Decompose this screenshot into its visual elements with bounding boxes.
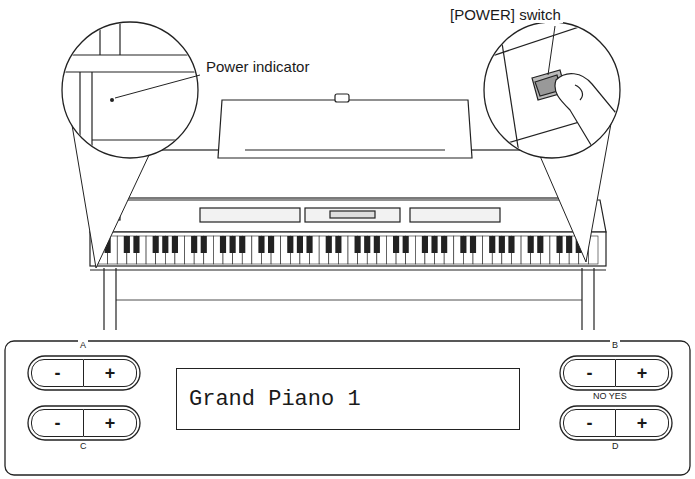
black-key <box>191 236 197 253</box>
leader-lines <box>115 26 555 98</box>
display-text: Grand Piano 1 <box>189 387 361 412</box>
button-sign: - <box>587 364 593 382</box>
black-key <box>201 236 207 253</box>
black-key <box>220 236 226 253</box>
black-key <box>441 236 447 253</box>
minus-button: - <box>563 359 616 387</box>
black-key <box>566 236 572 253</box>
black-key <box>230 236 236 253</box>
black-key <box>306 236 312 253</box>
button-letter: B <box>610 340 620 350</box>
black-key <box>508 236 514 253</box>
plus-button: + <box>84 359 137 387</box>
plus-button: + <box>84 409 137 437</box>
black-key <box>422 236 428 253</box>
black-key <box>528 236 534 253</box>
black-key <box>403 236 409 253</box>
black-key <box>537 236 543 253</box>
button-sign: - <box>587 414 593 432</box>
button-letter: C <box>78 441 89 451</box>
black-key <box>172 236 178 253</box>
keyboard-keys <box>98 236 598 264</box>
black-key <box>431 236 437 253</box>
black-key <box>499 236 505 253</box>
black-key <box>133 236 139 253</box>
button-letter: A <box>78 340 88 350</box>
plus-button: + <box>616 359 669 387</box>
button-sign: + <box>105 364 116 382</box>
black-key <box>297 236 303 253</box>
black-key <box>460 236 466 253</box>
black-key <box>258 236 264 253</box>
power-switch-magnifier <box>480 20 630 160</box>
button-sign: - <box>55 364 61 382</box>
plus-button: + <box>616 409 669 437</box>
part-name: [POWER] switch <box>448 6 563 23</box>
control-panel <box>5 341 690 475</box>
button-sign: + <box>105 414 116 432</box>
black-key <box>335 236 341 253</box>
black-key <box>470 236 476 253</box>
black-key <box>364 236 370 253</box>
black-key <box>556 236 562 253</box>
black-key <box>287 236 293 253</box>
lcd-display: Grand Piano 1 <box>176 368 520 430</box>
minus-button: - <box>31 359 84 387</box>
button-letter: D <box>610 441 621 451</box>
button-sign: - <box>55 414 61 432</box>
black-key <box>326 236 332 253</box>
black-key <box>374 236 380 253</box>
button-sign: + <box>637 364 648 382</box>
part-name: Power indicator <box>204 58 311 75</box>
button-sign: + <box>637 414 648 432</box>
black-key <box>489 236 495 253</box>
black-key <box>239 236 245 253</box>
power-indicator-magnifier <box>62 20 200 170</box>
minus-button: - <box>563 409 616 437</box>
black-key <box>124 236 130 253</box>
black-key <box>393 236 399 253</box>
black-key <box>162 236 168 253</box>
black-key <box>355 236 361 253</box>
button-caption: NO YES <box>591 391 629 401</box>
black-key <box>153 236 159 253</box>
minus-button: - <box>31 409 84 437</box>
black-key <box>268 236 274 253</box>
